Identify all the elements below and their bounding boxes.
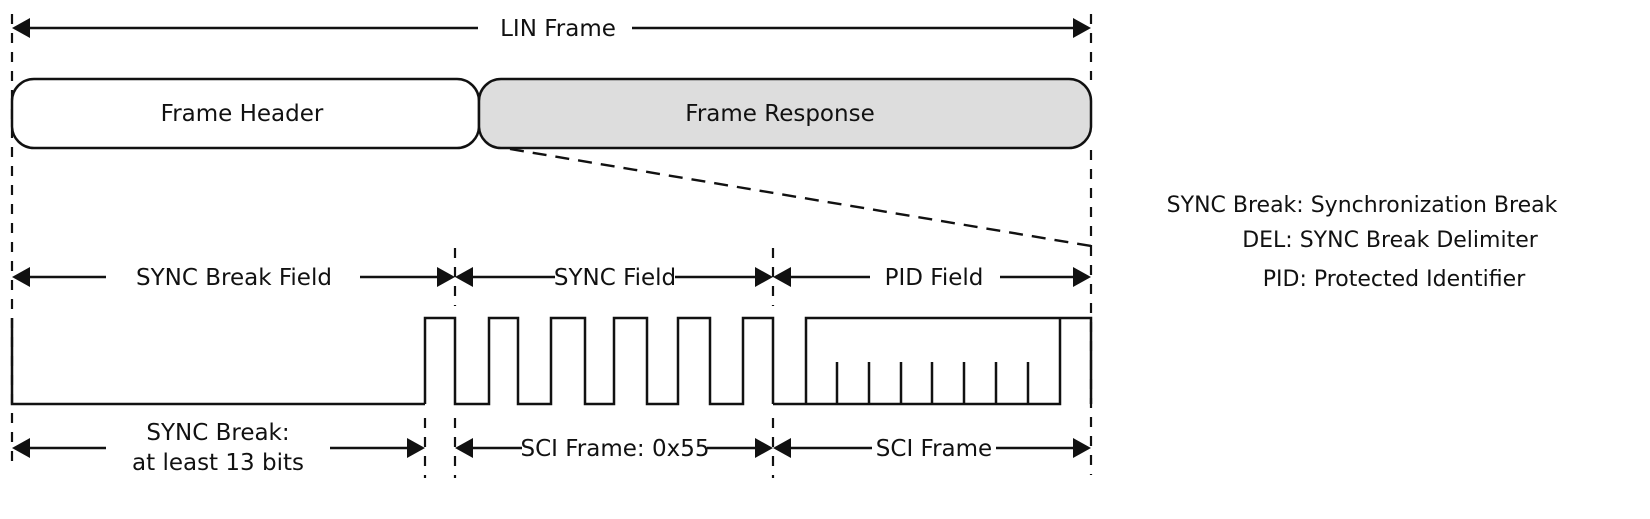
- sync-break-label-line2: at least 13 bits: [132, 450, 304, 476]
- arrowhead-left-icon: [773, 438, 791, 458]
- arrowhead-left-icon: [455, 267, 473, 287]
- span-pid-field: PID Field: [773, 265, 1091, 291]
- arrowhead-right-icon: [755, 267, 773, 287]
- span-sync-field: SYNC Field: [455, 265, 773, 291]
- bottom-spans: SYNC Break: at least 13 bits SCI Frame: …: [12, 420, 1091, 476]
- frame-response-block: [477, 77, 1093, 150]
- arrowhead-left-icon: [455, 438, 473, 458]
- sci-frame-label: SCI Frame: [876, 436, 992, 462]
- arrowhead-left-icon: [12, 267, 30, 287]
- arrowhead-left-icon: [773, 267, 791, 287]
- sci-frame-0x55-label: SCI Frame: 0x55: [521, 436, 710, 462]
- lin-frame-label: LIN Frame: [500, 16, 616, 42]
- sync-break-field-label: SYNC Break Field: [136, 265, 332, 291]
- arrowhead-right-icon: [1073, 438, 1091, 458]
- frame-header-label: Frame Header: [161, 101, 324, 127]
- sync-field-label: SYNC Field: [554, 265, 676, 291]
- frame-blocks: Frame Header Frame Response: [10, 77, 1093, 150]
- arrowhead-right-icon: [755, 438, 773, 458]
- span-sci-frame: SCI Frame: [773, 436, 1091, 462]
- delimiter-and-sync-field-signal: [423, 316, 775, 406]
- sync-break-signal: [10, 318, 425, 406]
- waveform: [10, 316, 1093, 406]
- pid-field-signal: [773, 316, 1093, 406]
- legend: SYNC Break: Synchronization Break DEL: S…: [1167, 193, 1558, 292]
- legend-sync-break: SYNC Break: Synchronization Break: [1167, 193, 1558, 218]
- arrowhead-right-icon: [1073, 267, 1091, 287]
- arrowhead-right-icon: [407, 438, 425, 458]
- zoom-diagonal: [509, 147, 1092, 248]
- span-sync-break-field: SYNC Break Field: [12, 265, 455, 291]
- span-sync-break: SYNC Break: at least 13 bits: [12, 420, 425, 476]
- legend-pid: PID: Protected Identifier: [1263, 267, 1526, 292]
- arrowhead-right-icon: [437, 267, 455, 287]
- arrowhead-left-icon: [12, 18, 30, 38]
- pid-bit-ticks: [835, 362, 1030, 404]
- lin-frame-span: LIN Frame: [12, 16, 1091, 42]
- legend-del: DEL: SYNC Break Delimiter: [1242, 228, 1539, 253]
- span-sci-frame-0x55: SCI Frame: 0x55: [455, 436, 773, 462]
- arrowhead-left-icon: [12, 438, 30, 458]
- arrowhead-right-icon: [1073, 18, 1091, 38]
- field-spans: SYNC Break Field SYNC Field PID Field: [12, 265, 1091, 291]
- pid-field-label: PID Field: [885, 265, 984, 291]
- sync-break-label-line1: SYNC Break:: [146, 420, 289, 446]
- frame-response-label: Frame Response: [685, 101, 874, 127]
